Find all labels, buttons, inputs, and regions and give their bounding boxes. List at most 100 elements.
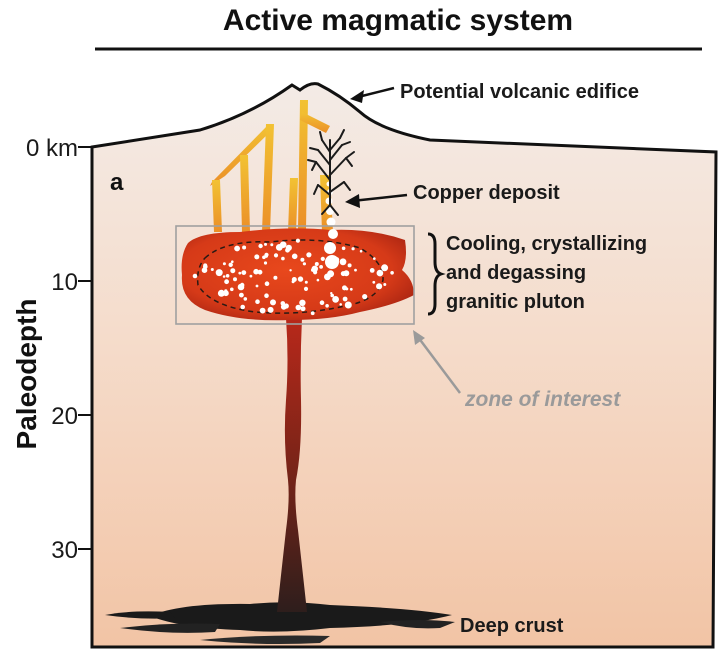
bubble [291,277,297,282]
bubble [295,238,300,243]
pluton-label-line-2: and degassing [446,262,586,284]
bubble [342,285,347,291]
panel-label: a [110,169,124,196]
bubble [304,280,308,284]
bubble [285,247,290,253]
bubble [390,271,394,275]
zone-of-interest-box [175,225,415,325]
bubble [255,299,260,305]
tick-0: 0 km [26,135,78,162]
bubble [339,258,347,266]
bubble [222,275,226,278]
pluton-brace [427,232,446,316]
bubble [270,243,274,247]
bubble [270,299,276,306]
diagram-title: Active magmatic system [223,4,573,37]
bubble [339,303,343,306]
bubble [347,263,352,268]
granitic-pluton [181,228,414,321]
crystallization-front [196,239,384,314]
magma-conduit [277,318,307,612]
rising-bubble [328,229,338,239]
pluton-label-line-3: granitic pluton [446,291,585,313]
bubble [344,301,352,309]
bubble [215,269,223,277]
crust-section [90,82,718,649]
bubble [332,296,339,303]
bubble [238,271,242,275]
bubble [273,253,279,258]
rising-bubble [326,217,336,227]
rising-bubble [325,255,339,269]
bubble [359,249,363,253]
bubble [237,283,245,291]
bubble [349,287,353,291]
bubble [302,262,306,266]
depth-axis: 0 km 10 20 30 Paleodepth [11,135,92,564]
bubble [281,256,285,261]
bubble [262,255,266,260]
bubble [217,289,225,297]
bubble [222,262,226,266]
bubble [300,257,305,262]
bubble [233,277,237,282]
bubble [273,275,278,280]
bubble [297,276,304,282]
deep-crust-label: Deep crust [460,615,564,637]
bubble [295,304,302,311]
bubble [381,264,389,272]
bubble [239,292,244,298]
bubble [369,268,375,273]
bubble [372,280,376,284]
copper-arrow [345,193,408,208]
bubble [330,293,335,298]
bubble [320,256,325,261]
bubble [267,306,274,313]
bubble [253,268,259,275]
bubble [354,268,357,272]
bubble [249,274,253,278]
bubble [231,260,234,264]
copper-label: Copper deposit [413,182,560,204]
bubble [242,245,247,250]
edifice-arrow [350,86,395,103]
bubble [203,263,208,268]
bubble [289,269,292,272]
bubble [351,247,355,251]
deep-crust-lens [105,602,455,644]
bubble [316,278,320,282]
bubble [299,299,306,306]
bubble [258,243,263,249]
bubble [341,246,346,251]
bubble [362,294,368,300]
bubble [291,253,298,260]
bubble [279,241,287,248]
bubble [230,268,236,274]
bubble [264,293,269,299]
bubble [311,265,318,272]
zone-label: zone of interest [464,388,621,411]
bubble [330,292,333,295]
bubble [259,307,266,314]
bubble [325,304,329,308]
edifice-label: Potential volcanic edifice [400,81,639,103]
bubble [303,286,309,291]
bubble [319,300,325,306]
pluton-label-line-1: Cooling, crystallizing [446,233,647,255]
bubble [224,289,228,293]
bubble [300,306,306,312]
bubble [192,273,198,279]
bubble [255,284,259,288]
bubble [319,265,323,269]
bubble [314,262,319,266]
bubble [310,311,315,316]
copper-deposit [307,129,355,216]
bubble [340,271,346,277]
volatile-bubbles [192,181,394,316]
bubble [243,297,248,301]
bubble [240,304,245,310]
bubble [210,268,214,271]
bubble [264,242,267,246]
bubble [241,270,247,275]
